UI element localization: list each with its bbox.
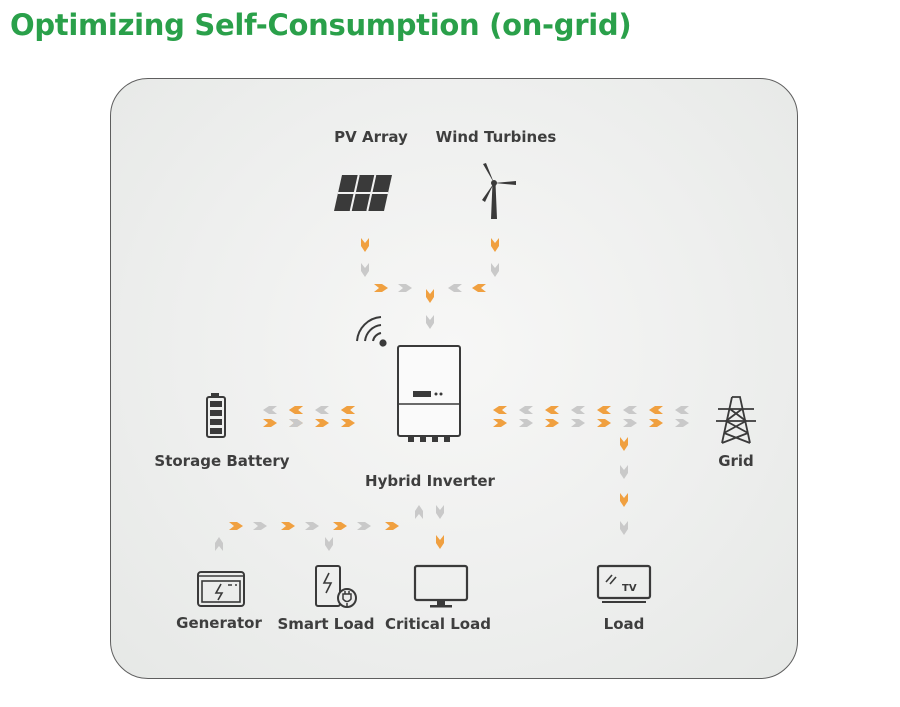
flow-arrow [597,406,611,414]
page-title: Optimizing Self-Consumption (on-grid) [10,8,632,42]
smart-load-icon [315,565,357,608]
flow-arrow [325,537,333,551]
critical-load-label: Critical Load [385,615,491,633]
flow-arrow [519,406,533,414]
pv-array-label: PV Array [334,128,408,146]
flow-arrow [493,419,507,427]
flow-arrow [341,419,355,427]
flow-arrow [620,521,628,535]
flow-arrow [263,406,277,414]
flow-arrow [333,522,347,530]
generator-icon [197,571,245,607]
storage-battery-label: Storage Battery [154,452,290,470]
flow-arrow [415,505,423,519]
flow-arrow [436,505,444,519]
flow-arrow [357,522,371,530]
flow-arrow [675,406,689,414]
flow-arrow [315,406,329,414]
flow-arrow [398,284,412,292]
flow-arrow [472,284,486,292]
wifi-icon [356,316,387,347]
flow-arrow [623,419,637,427]
transmission-tower-icon [716,396,756,444]
flow-arrow [426,289,434,303]
flow-arrow [289,406,303,414]
wind-turbine-icon [482,163,516,219]
flow-arrow [620,437,628,451]
flow-arrow [361,238,369,252]
flow-arrow [385,522,399,530]
flow-arrow [436,535,444,549]
flow-arrow [253,522,267,530]
flow-arrow [305,522,319,530]
flow-arrow [597,419,611,427]
flow-arrow [649,419,663,427]
monitor-icon [413,564,469,608]
flow-arrow [341,406,355,414]
flow-arrow [448,284,462,292]
battery-icon [206,393,226,438]
tv-icon: TV [596,564,652,603]
flow-arrow [281,522,295,530]
hybrid-inverter-label: Hybrid Inverter [365,472,495,490]
flow-arrow [374,284,388,292]
grid-label: Grid [718,452,754,470]
generator-label: Generator [176,614,262,632]
flow-arrow [545,419,559,427]
flow-arrow [289,419,303,427]
flow-arrow [620,465,628,479]
flow-arrow [315,419,329,427]
flow-arrow [675,419,689,427]
flow-arrow [361,263,369,277]
smart-load-label: Smart Load [277,615,375,633]
flow-arrow [519,419,533,427]
flow-arrow [229,522,243,530]
solar-panel-icon [334,174,392,212]
flow-arrow [426,315,434,329]
flow-arrow [493,406,507,414]
flow-arrow [215,537,223,551]
flow-arrow [545,406,559,414]
flow-arrow [649,406,663,414]
flow-arrow [263,419,277,427]
flow-arrow [623,406,637,414]
tv-label: TV [622,583,637,594]
flow-arrow [491,263,499,277]
flow-arrow [491,238,499,252]
wind-turbines-label: Wind Turbines [435,128,557,146]
flow-arrow [571,406,585,414]
inverter-icon [397,345,461,442]
load-label: Load [603,615,645,633]
flow-arrow [620,493,628,507]
flow-arrow [571,419,585,427]
